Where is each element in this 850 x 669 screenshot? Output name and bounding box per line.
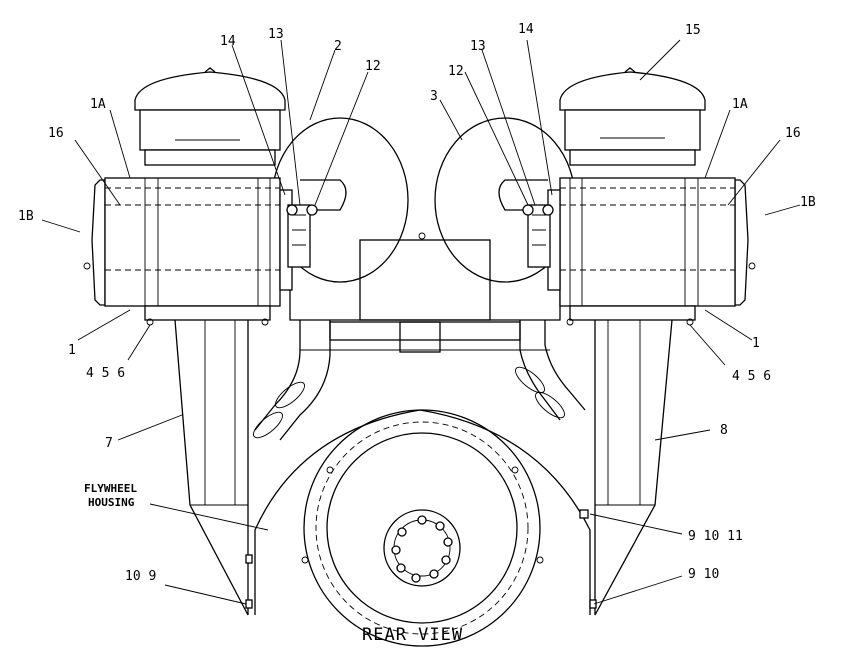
callout-456-right: 4 5 6 <box>732 369 771 384</box>
callout-8: 8 <box>720 423 728 438</box>
right-support-bracket <box>594 319 673 616</box>
bracket-bolts <box>245 509 597 609</box>
callout-labels: 15 1A 1A 16 16 1B 1B 14 14 13 13 12 12 2… <box>18 22 816 584</box>
callout-9-10: 9 10 <box>688 567 719 582</box>
callout-1B-left: 1B <box>18 209 34 224</box>
callout-12-right: 12 <box>448 64 464 79</box>
leader-lines <box>41 39 801 605</box>
flywheel-housing-label-line1: FLYWHEEL <box>84 482 137 495</box>
elbow-tube-right <box>515 320 586 421</box>
callout-456-left: 4 5 6 <box>86 366 125 381</box>
callout-1-left: 1 <box>68 343 76 358</box>
callout-1A-left: 1A <box>90 97 106 112</box>
callout-2: 2 <box>334 39 342 54</box>
callout-1A-right: 1A <box>732 97 748 112</box>
callout-3: 3 <box>430 89 438 104</box>
flywheel-housing-label-line2: HOUSING <box>88 496 135 509</box>
callout-1-right: 1 <box>752 336 760 351</box>
air-cleaner-right <box>522 67 756 326</box>
callout-10-9: 10 9 <box>125 569 156 584</box>
callout-16-left: 16 <box>48 126 64 141</box>
view-title: REAR VIEW <box>362 625 463 645</box>
flywheel-housing <box>254 409 591 647</box>
callout-14-left: 14 <box>220 34 236 49</box>
callout-9-10-11: 9 10 11 <box>688 529 743 544</box>
air-cleaner-left <box>83 67 318 326</box>
flywheel-bolts <box>391 515 453 583</box>
callout-14-right: 14 <box>518 22 534 37</box>
callout-12-left: 12 <box>365 59 381 74</box>
elbow-tube-left <box>253 320 331 441</box>
callout-7: 7 <box>105 436 113 451</box>
left-support-bracket <box>174 319 249 616</box>
callout-13-right: 13 <box>470 39 486 54</box>
callout-16-right: 16 <box>785 126 801 141</box>
callout-15: 15 <box>685 23 701 38</box>
callout-13-left: 13 <box>268 27 284 42</box>
callout-1B-right: 1B <box>800 195 816 210</box>
